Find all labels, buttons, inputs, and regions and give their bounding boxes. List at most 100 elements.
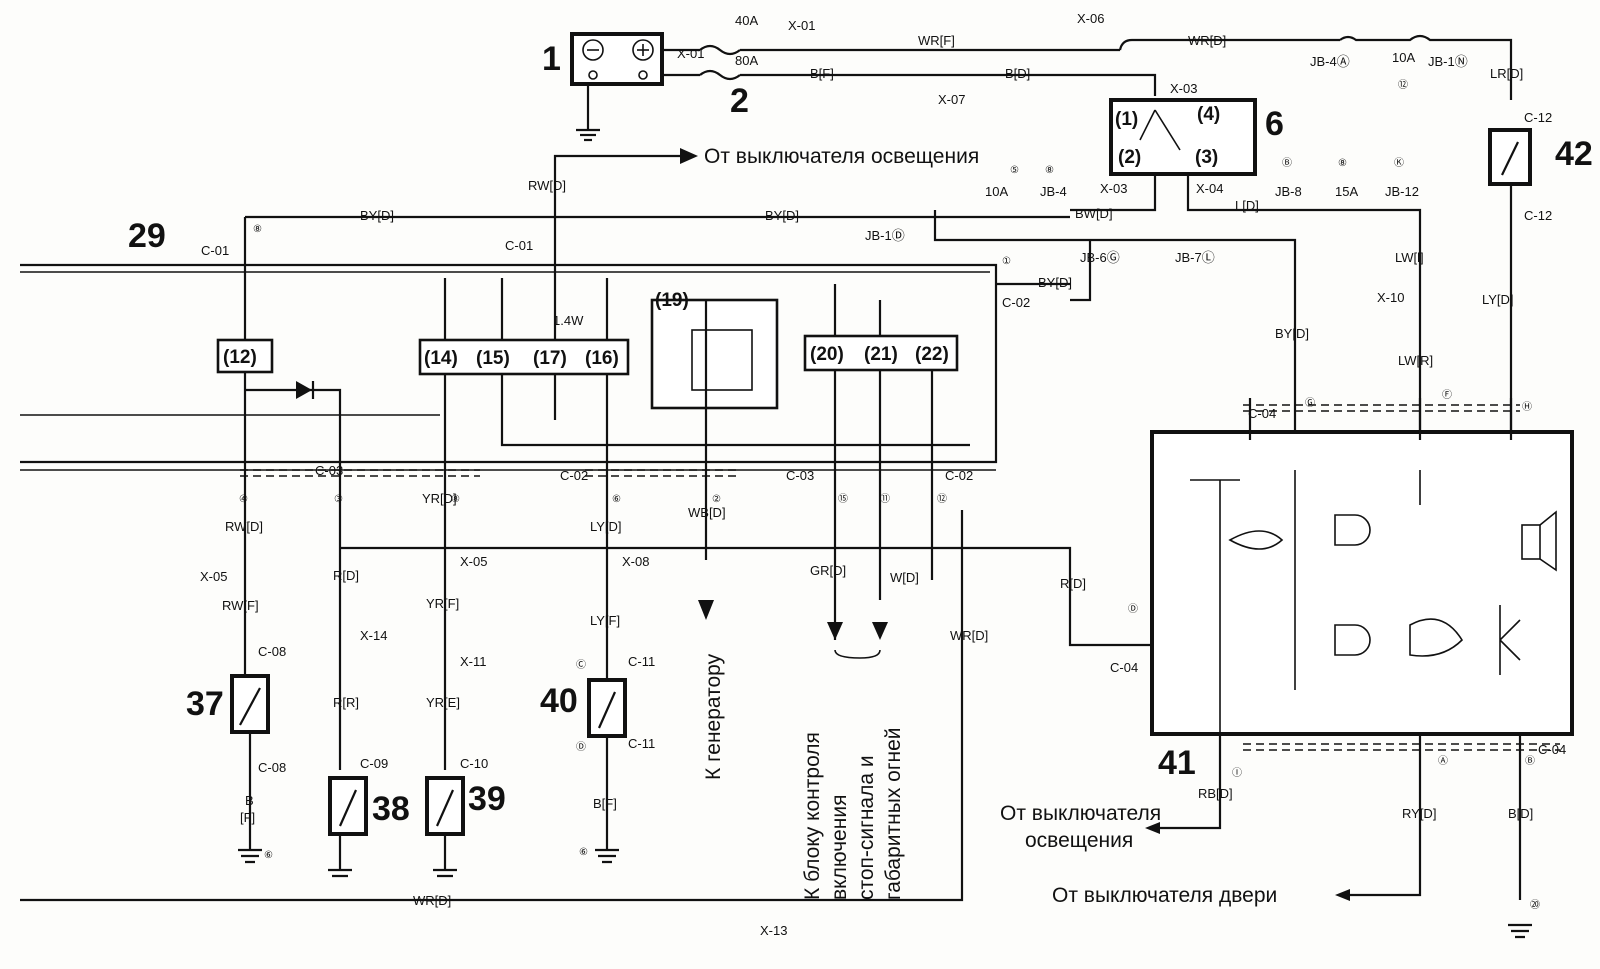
- component-39-number: 39: [468, 780, 506, 818]
- conn-x10: X-10: [1377, 290, 1404, 305]
- switch-pos-3: (3): [1195, 147, 1218, 168]
- switch-pos-4: (4): [1197, 104, 1220, 125]
- wire-by-d-3: BY[D]: [1038, 275, 1072, 290]
- conn-jb1n: JB-1Ⓝ: [1428, 54, 1468, 69]
- conn-c09: C-09: [360, 756, 388, 771]
- circled-h: Ⓗ: [1522, 401, 1532, 413]
- relay-42: [1488, 128, 1532, 186]
- conn-c08-top: C-08: [258, 644, 286, 659]
- circled-i: Ⓘ: [1232, 767, 1242, 779]
- circled-3: ③: [334, 494, 343, 505]
- wire-wb-d: WB[D]: [688, 505, 726, 520]
- wire-b-f-top: B[F]: [810, 66, 834, 81]
- conn-jb12: JB-12: [1385, 184, 1419, 199]
- conn-c04-bot: C-04: [1538, 742, 1566, 757]
- fuse-10a-top: 10A: [1392, 50, 1415, 65]
- component-42-number: 42: [1555, 135, 1593, 173]
- conn-x06: X-06: [1077, 11, 1104, 26]
- fuse-40a: 40A: [735, 13, 758, 28]
- conn-c01-left: C-01: [201, 243, 229, 258]
- wire-ly-d-top: LY[D]: [1482, 292, 1514, 307]
- note-stop-unit-1: К блоку контроля: [801, 732, 824, 900]
- note-from-light-switch-2: освещения: [1025, 829, 1133, 852]
- wire-lr-d: LR[D]: [1490, 66, 1523, 81]
- conn-c02-mid: C-02: [560, 468, 588, 483]
- wire-yr-e: YR[E]: [426, 695, 460, 710]
- conn-x13: X-13: [760, 923, 787, 938]
- conn-c12-top: C-12: [1524, 110, 1552, 125]
- wire-yr-f: YR[F]: [426, 596, 459, 611]
- note-from-door-switch: От выключателя двери: [1052, 884, 1277, 907]
- wire-b-f-40: B[F]: [593, 796, 617, 811]
- circled-8-mid: ⑧: [451, 494, 460, 505]
- wire-wr-d-mid: WR[D]: [950, 628, 988, 643]
- conn-c03-left: C-03: [315, 463, 343, 478]
- conn-c01-mid: C-01: [505, 238, 533, 253]
- wire-w-d: W[D]: [890, 570, 919, 585]
- module-41: [1150, 430, 1574, 736]
- wire-by-d-right: BY[D]: [1275, 326, 1309, 341]
- circled-a: Ⓐ: [1438, 755, 1448, 767]
- switch-37: [230, 674, 270, 734]
- conn-c04-left: C-04: [1110, 660, 1138, 675]
- wire-f-left: [F]: [240, 810, 255, 825]
- conn-jb6g: JB-6Ⓖ: [1080, 250, 1120, 265]
- component-29-number: 29: [128, 217, 166, 255]
- switch-40: [587, 678, 627, 738]
- circled-5: ⑤: [1010, 165, 1019, 176]
- circled-k: Ⓚ: [1394, 157, 1404, 169]
- circled-d: Ⓓ: [1128, 603, 1138, 615]
- conn-x05-mid: X-05: [460, 554, 487, 569]
- battery: [570, 32, 664, 142]
- conn-c04-top: C-04: [1248, 406, 1276, 421]
- module-20-label: (20): [810, 344, 844, 365]
- circled-11: ⑪: [880, 493, 890, 505]
- wire-rw-d: RW[D]: [225, 519, 263, 534]
- module-22-label: (22): [915, 344, 949, 365]
- module-15-label: (15): [476, 348, 510, 369]
- wire-b-left: B: [245, 793, 254, 808]
- conn-c03-mid: C-03: [786, 468, 814, 483]
- circled-g: Ⓖ: [1305, 397, 1315, 409]
- circled-6-mid: ⑥: [612, 494, 621, 505]
- circled-8-top: ⑧: [1338, 158, 1347, 169]
- component-37-number: 37: [186, 685, 224, 723]
- wire-1-4w: 1.4W: [553, 313, 584, 328]
- wire-rb-d: RB[D]: [1198, 786, 1233, 801]
- component-1-number: 1: [542, 40, 561, 78]
- conn-c11-top: C-11: [628, 654, 655, 669]
- circled-12-mid: ⑫: [937, 493, 947, 505]
- circled-8-left: ⑧: [253, 224, 262, 235]
- module-group-14-16: [418, 338, 630, 376]
- circled-6-40: ⑥: [579, 847, 588, 858]
- wire-r-r: R[R]: [333, 695, 359, 710]
- component-2-number: 2: [730, 82, 749, 120]
- switch-pos-1: (1): [1115, 109, 1138, 130]
- conn-x04: X-04: [1196, 181, 1223, 196]
- component-6-number: 6: [1265, 105, 1284, 143]
- conn-c02-right: C-02: [945, 468, 973, 483]
- conn-jb1d: JB-1Ⓓ: [865, 228, 905, 243]
- wire-rw-d-top: RW[D]: [528, 178, 566, 193]
- wire-by-d-1: BY[D]: [360, 208, 394, 223]
- circled-b-bottom: Ⓑ: [1525, 755, 1535, 767]
- conn-x14: X-14: [360, 628, 387, 643]
- circled-20: ⑳: [1530, 899, 1540, 911]
- conn-jb7l: JB-7Ⓛ: [1175, 250, 1215, 265]
- circled-4: ④: [239, 494, 248, 505]
- circled-8: ⑧: [1045, 165, 1054, 176]
- wire-yr-d: YR[D]: [422, 491, 457, 506]
- conn-c12-bot: C-12: [1524, 208, 1552, 223]
- ignition-switch-box: [1109, 98, 1257, 176]
- circled-d-40: Ⓓ: [576, 741, 586, 753]
- wire-ly-d: LY[D]: [590, 519, 622, 534]
- note-stop-unit-2: включения: [828, 795, 851, 900]
- module-17-label: (17): [533, 348, 567, 369]
- conn-c08-bot: C-08: [258, 760, 286, 775]
- conn-jb8: JB-8: [1275, 184, 1302, 199]
- conn-x07: X-07: [938, 92, 965, 107]
- conn-jb4: JB-4: [1040, 184, 1067, 199]
- conn-x03-top: X-03: [1170, 81, 1197, 96]
- module-19: [650, 298, 779, 410]
